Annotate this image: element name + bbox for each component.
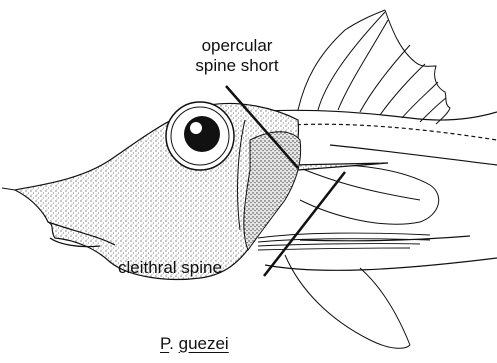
species-separator: . bbox=[169, 334, 178, 353]
ventral-fin-rays bbox=[258, 233, 430, 250]
snout-spine bbox=[2, 188, 15, 190]
dorsal-fin bbox=[298, 10, 450, 124]
cleithral-spine-label: cleithral spine bbox=[118, 258, 222, 278]
species-name: P. guezei bbox=[160, 334, 229, 354]
fish-eye bbox=[166, 102, 234, 170]
species-genus: P bbox=[160, 334, 169, 353]
opercular-label-line1: opercular bbox=[162, 36, 312, 56]
pectoral-fin bbox=[300, 165, 439, 224]
species-epithet: guezei bbox=[179, 334, 229, 353]
opercular-label-line2: spine short bbox=[162, 56, 312, 76]
opercular-spine-label: opercular spine short bbox=[162, 36, 312, 76]
